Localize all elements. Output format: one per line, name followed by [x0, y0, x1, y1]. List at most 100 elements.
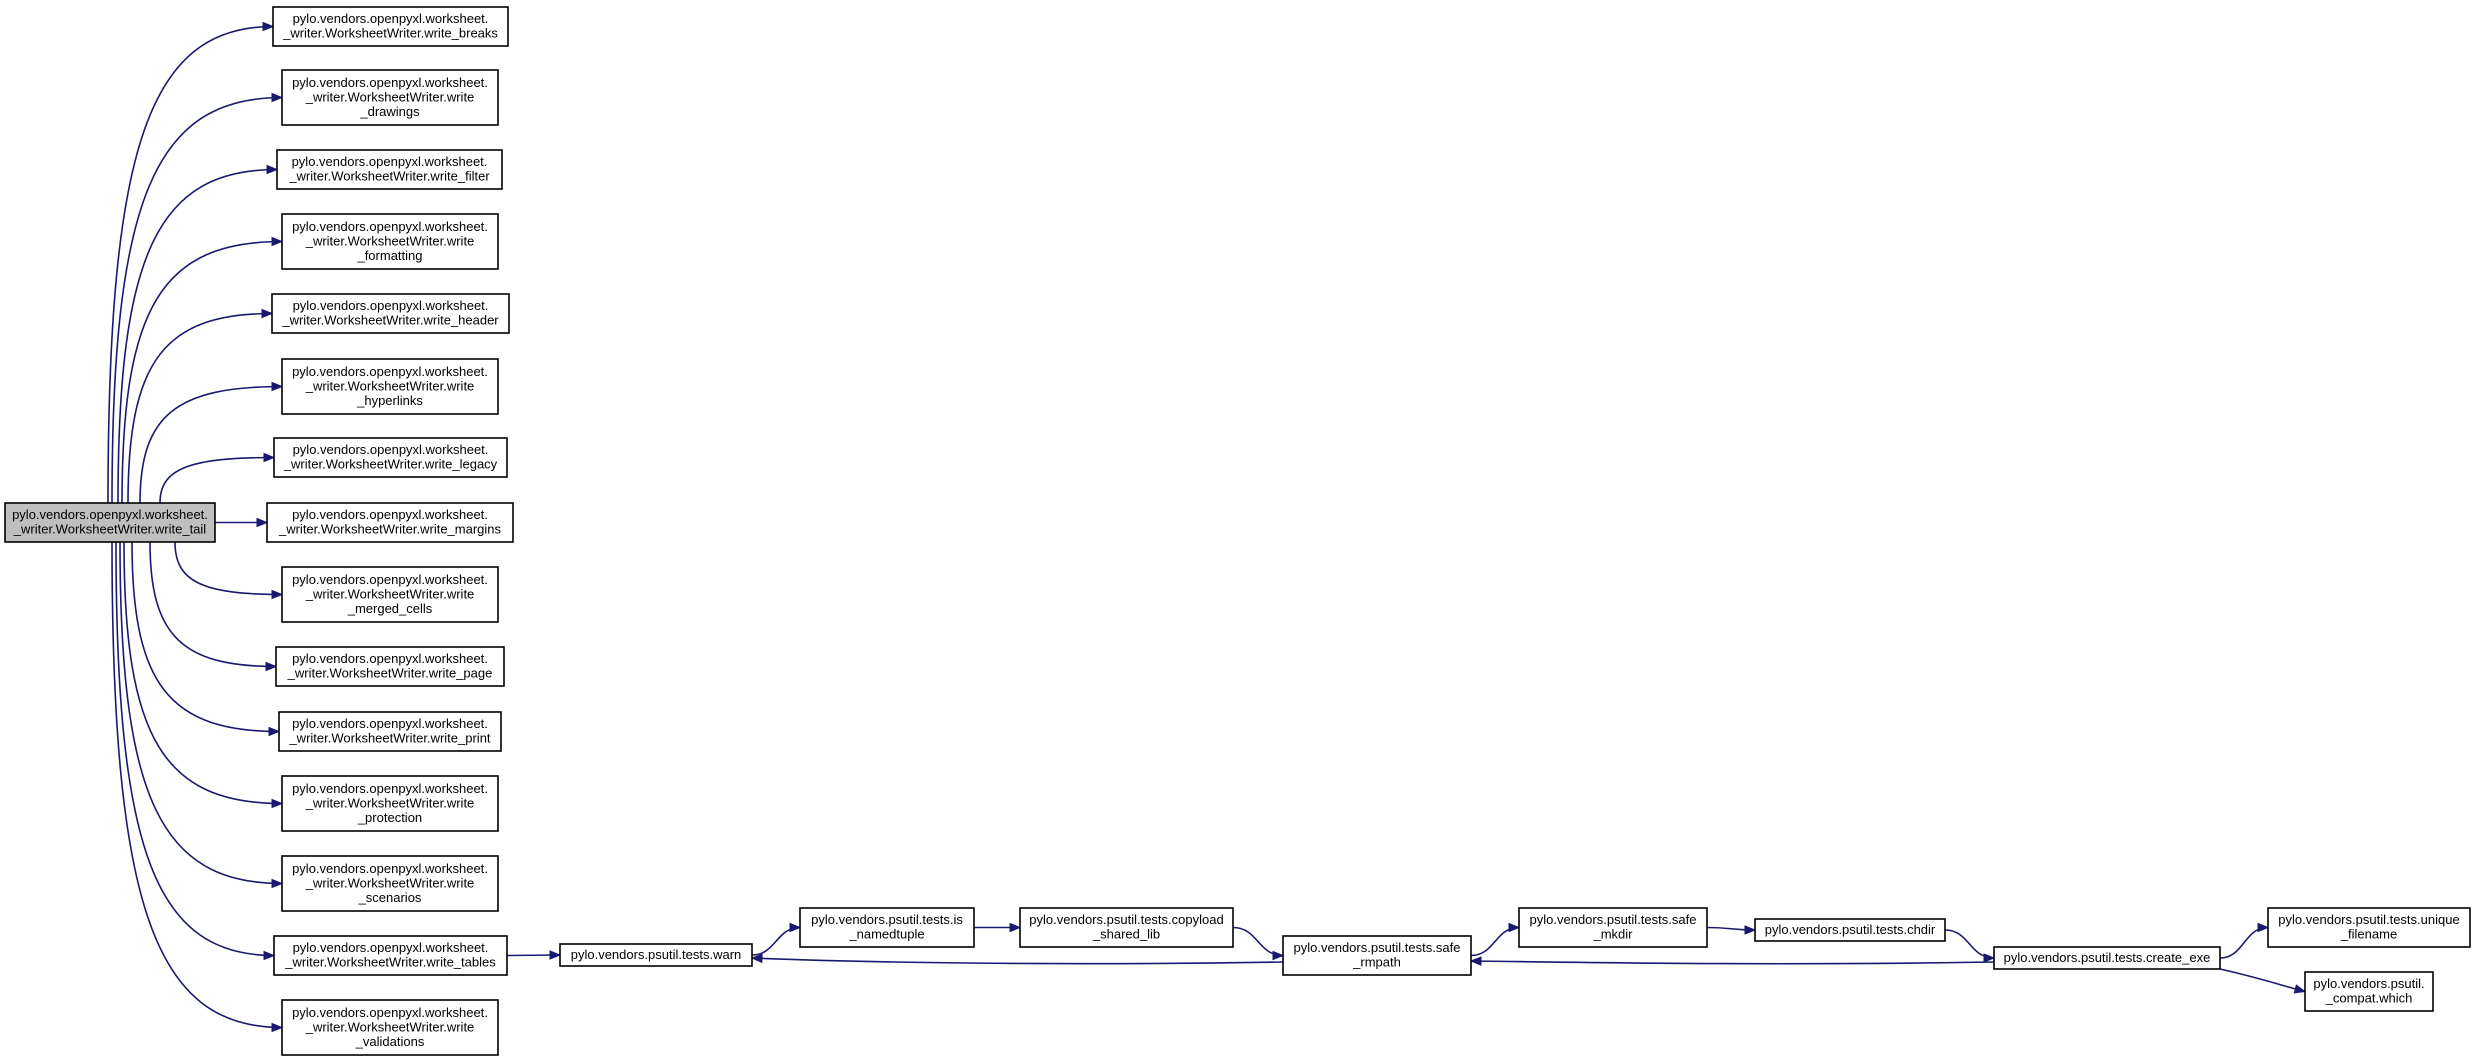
node-box — [2267, 907, 2471, 948]
node-n2[interactable]: pylo.vendors.openpyxl.worksheet._writer.… — [281, 69, 499, 126]
node-label-line: pylo.vendors.openpyxl.worksheet. — [292, 716, 488, 731]
edge-n19-n16 — [751, 957, 1284, 965]
edge-n0-n7 — [159, 456, 275, 504]
arrowhead-n0-n15 — [271, 1022, 284, 1033]
edge-n16-n17 — [751, 926, 801, 956]
node-label-line: pylo.vendors.psutil.tests.copyload — [1029, 912, 1223, 927]
node-n15[interactable]: pylo.vendors.openpyxl.worksheet._writer.… — [281, 999, 499, 1056]
arrowhead-n0-n13 — [271, 878, 284, 889]
node-n17[interactable]: pylo.vendors.psutil.tests.is_namedtuple — [799, 907, 975, 948]
node-box — [799, 907, 975, 948]
node-n21[interactable]: pylo.vendors.psutil.tests.chdir — [1754, 918, 1946, 942]
node-n5[interactable]: pylo.vendors.openpyxl.worksheet._writer.… — [271, 293, 510, 334]
node-n19[interactable]: pylo.vendors.psutil.tests.safe_rmpath — [1282, 935, 1472, 976]
edge-n0-n1 — [107, 25, 274, 504]
node-box — [1019, 907, 1234, 948]
node-label-line: _namedtuple — [848, 927, 924, 942]
node-box — [281, 69, 499, 126]
node-box — [281, 566, 499, 623]
node-label-line: pylo.vendors.openpyxl.worksheet. — [292, 1005, 488, 1020]
node-n9[interactable]: pylo.vendors.openpyxl.worksheet._writer.… — [281, 566, 499, 623]
node-box — [281, 213, 499, 270]
node-n24[interactable]: pylo.vendors.psutil._compat.which — [2304, 971, 2434, 1012]
node-n3[interactable]: pylo.vendors.openpyxl.worksheet._writer.… — [276, 149, 503, 190]
arrowhead-n19-n16 — [750, 953, 763, 964]
node-label-line: _validations — [355, 1034, 425, 1049]
node-label-line: pylo.vendors.psutil.tests.safe — [1530, 912, 1697, 927]
node-label-line: pylo.vendors.openpyxl.worksheet. — [292, 861, 488, 876]
node-n4[interactable]: pylo.vendors.openpyxl.worksheet._writer.… — [281, 213, 499, 270]
node-label-line: _writer.WorksheetWriter.write — [305, 233, 475, 248]
nodes-layer: pylo.vendors.openpyxl.worksheet._writer.… — [4, 6, 2471, 1056]
edge-n0-n2 — [111, 96, 283, 504]
arrowhead-n0-n11 — [268, 726, 281, 737]
arrowhead-n0-n4 — [271, 236, 284, 247]
node-box — [273, 935, 508, 976]
node-label-line: _compat.which — [2325, 991, 2413, 1006]
node-label-line: pylo.vendors.openpyxl.worksheet. — [292, 651, 488, 666]
node-label-line: pylo.vendors.openpyxl.worksheet. — [292, 154, 488, 169]
node-label-line: _filename — [2340, 927, 2397, 942]
arrowhead-n22-n24 — [2293, 984, 2307, 994]
node-label-line: _writer.WorksheetWriter.write — [305, 378, 475, 393]
node-label-line: _rmpath — [1352, 955, 1401, 970]
edge-n0-n11 — [131, 541, 280, 733]
node-n23[interactable]: pylo.vendors.psutil.tests.unique_filenam… — [2267, 907, 2471, 948]
node-box — [281, 358, 499, 415]
node-n7[interactable]: pylo.vendors.openpyxl.worksheet._writer.… — [273, 437, 508, 478]
node-label-line: _writer.WorksheetWriter.write_margins — [278, 522, 502, 537]
node-box — [271, 293, 510, 334]
node-box — [2304, 971, 2434, 1012]
node-n10[interactable]: pylo.vendors.openpyxl.worksheet._writer.… — [275, 646, 505, 687]
node-n0[interactable]: pylo.vendors.openpyxl.worksheet._writer.… — [4, 502, 216, 543]
node-n6[interactable]: pylo.vendors.openpyxl.worksheet._writer.… — [281, 358, 499, 415]
node-label-line: _hyperlinks — [356, 393, 423, 408]
arrowhead-n17-n18 — [1009, 922, 1022, 933]
node-box — [1754, 918, 1946, 942]
arrowhead-n20-n21 — [1744, 925, 1757, 935]
node-label-line: pylo.vendors.psutil.tests.safe — [1294, 940, 1461, 955]
arrowhead-n18-n19 — [1272, 950, 1285, 961]
node-n18[interactable]: pylo.vendors.psutil.tests.copyload_share… — [1019, 907, 1234, 948]
node-label-line: pylo.vendors.psutil.tests.warn — [571, 947, 742, 962]
node-n13[interactable]: pylo.vendors.openpyxl.worksheet._writer.… — [281, 855, 499, 912]
node-label-line: pylo.vendors.openpyxl.worksheet. — [292, 507, 488, 522]
edge-n0-n10 — [149, 541, 277, 668]
node-n11[interactable]: pylo.vendors.openpyxl.worksheet._writer.… — [278, 711, 502, 752]
node-label-line: pylo.vendors.openpyxl.worksheet. — [12, 507, 208, 522]
edge-n22-n23 — [2219, 926, 2269, 959]
node-n20[interactable]: pylo.vendors.psutil.tests.safe_mkdir — [1518, 907, 1708, 948]
node-label-line: pylo.vendors.openpyxl.worksheet. — [292, 781, 488, 796]
node-label-line: pylo.vendors.openpyxl.worksheet. — [292, 219, 488, 234]
arrowhead-n0-n1 — [262, 21, 275, 32]
node-label-line: _drawings — [359, 104, 420, 119]
node-n8[interactable]: pylo.vendors.openpyxl.worksheet._writer.… — [266, 502, 514, 543]
edge-n0-n6 — [139, 385, 283, 504]
node-n1[interactable]: pylo.vendors.openpyxl.worksheet._writer.… — [272, 6, 509, 47]
node-label-line: pylo.vendors.openpyxl.worksheet. — [292, 75, 488, 90]
node-label-line: pylo.vendors.openpyxl.worksheet. — [292, 572, 488, 587]
edge-n0-n14 — [115, 541, 275, 957]
node-n12[interactable]: pylo.vendors.openpyxl.worksheet._writer.… — [281, 775, 499, 832]
node-box — [1518, 907, 1708, 948]
node-label-line: pylo.vendors.openpyxl.worksheet. — [292, 364, 488, 379]
node-box — [276, 149, 503, 190]
node-n14[interactable]: pylo.vendors.openpyxl.worksheet._writer.… — [273, 935, 508, 976]
node-box — [559, 943, 753, 967]
arrowhead-n19-n20 — [1508, 922, 1521, 933]
node-label-line: _writer.WorksheetWriter.write — [305, 89, 475, 104]
node-label-line: pylo.vendors.openpyxl.worksheet. — [293, 11, 489, 26]
arrowhead-n21-n22 — [1983, 953, 1996, 963]
node-label-line: _writer.WorksheetWriter.write_legacy — [283, 457, 498, 472]
node-label-line: _writer.WorksheetWriter.write — [305, 875, 475, 890]
node-n16[interactable]: pylo.vendors.psutil.tests.warn — [559, 943, 753, 967]
edge-n22-n19 — [1470, 960, 1995, 965]
node-n22[interactable]: pylo.vendors.psutil.tests.create_exe — [1993, 946, 2221, 970]
edge-n0-n13 — [119, 541, 283, 885]
edge-n22-n24 — [2219, 968, 2306, 993]
node-label-line: pylo.vendors.psutil.tests.create_exe — [2004, 950, 2211, 965]
node-label-line: _writer.WorksheetWriter.write_tail — [13, 522, 207, 537]
node-label-line: pylo.vendors.psutil.tests.chdir — [1765, 922, 1936, 937]
node-label-line: _writer.WorksheetWriter.write_tables — [284, 955, 496, 970]
edges-layer — [107, 21, 2307, 1033]
